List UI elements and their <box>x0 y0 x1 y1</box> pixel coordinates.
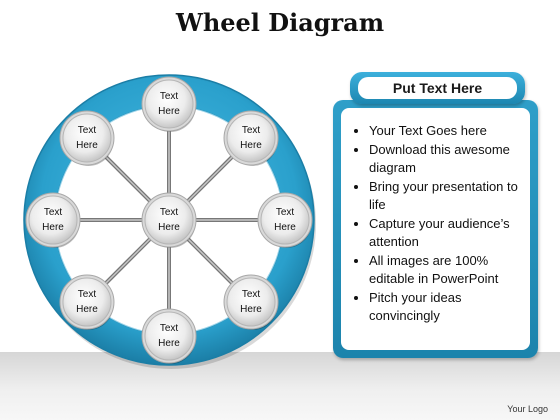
wheel-node-label-top-left-line: Here <box>76 139 98 151</box>
wheel-node-right <box>260 195 310 245</box>
wheel-node-label-top-right-line: Here <box>240 139 262 151</box>
panel-header: Put Text Here <box>350 72 525 104</box>
wheel-node-label-top-line: Here <box>158 106 180 117</box>
wheel-node-label-bottom-right-line: Text <box>241 289 261 301</box>
bullet-item: Your Text Goes here <box>369 122 524 141</box>
bullet-item: All images are 100% editable in PowerPoi… <box>369 252 524 289</box>
floor-shadow <box>0 352 560 420</box>
wheel-node-label-bottom-left-line: Text <box>77 289 97 301</box>
wheel-node-label-bottom-line: Here <box>158 338 180 349</box>
wheel-node-label-right-line: Here <box>274 222 296 233</box>
wheel-node-label-top-left-line: Text <box>77 124 97 136</box>
wheel-node-label-top-line: Text <box>159 91 179 102</box>
wheel-diagram <box>23 74 316 369</box>
bullet-item: Bring your presentation to life <box>369 178 524 215</box>
wheel-node-top-right <box>226 113 276 163</box>
bullet-item: Download this awesome diagram <box>369 141 524 178</box>
wheel-node-bottom <box>144 311 194 361</box>
wheel-center-label-line: Text <box>159 207 179 218</box>
bullet-list: Your Text Goes hereDownload this awesome… <box>341 122 530 326</box>
panel-header-label: Put Text Here <box>358 77 517 99</box>
wheel-node-bottom-right <box>226 277 276 327</box>
page-title: Wheel Diagram <box>175 8 385 37</box>
wheel-node-label-left-line: Here <box>42 222 64 233</box>
wheel-node-label-top-right-line: Text <box>241 124 261 136</box>
wheel-node-top-left <box>62 113 112 163</box>
wheel-node-label-bottom-right-line: Here <box>240 304 262 316</box>
wheel-node-label-bottom-left-line: Here <box>76 304 98 316</box>
text-panel-body: Your Text Goes hereDownload this awesome… <box>341 108 530 350</box>
wheel-node-label-right-line: Text <box>275 207 295 218</box>
bullet-item: Pitch your ideas convincingly <box>369 289 524 326</box>
bullet-item: Capture your audience’s attention <box>369 215 524 252</box>
wheel-node-label-bottom-line: Text <box>159 323 179 334</box>
text-panel: Your Text Goes hereDownload this awesome… <box>333 100 538 358</box>
wheel-node-bottom-left <box>62 277 112 327</box>
wheel-node-left <box>28 195 78 245</box>
wheel-center-label-line: Here <box>158 222 180 233</box>
wheel-center-node <box>144 195 194 245</box>
brand-logo-text: Your Logo <box>507 404 548 414</box>
wheel-node-top <box>144 79 194 129</box>
wheel-node-label-left-line: Text <box>43 207 63 218</box>
